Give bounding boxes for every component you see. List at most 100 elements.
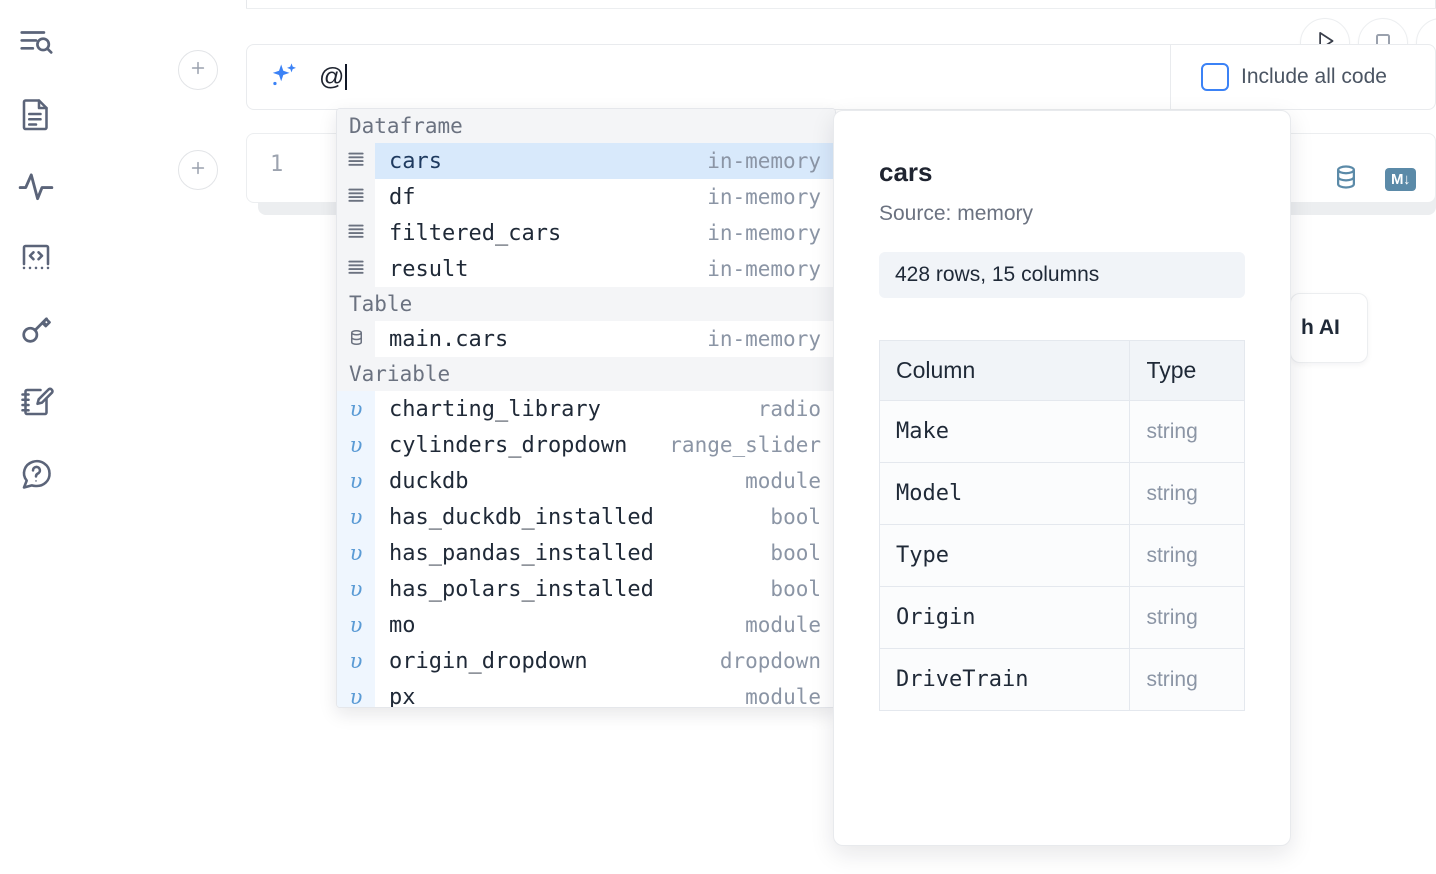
- ai-prompt-box[interactable]: @: [246, 44, 1171, 110]
- cell-icon-group: M↓: [1331, 162, 1416, 197]
- sidebar-item-activity[interactable]: [12, 160, 60, 212]
- schema-column-type: string: [1130, 649, 1245, 711]
- table-row: DriveTrainstring: [880, 649, 1245, 711]
- autocomplete-item[interactable]: carsin-memory: [337, 143, 835, 179]
- autocomplete-item-name: cylinders_dropdown: [389, 433, 627, 458]
- autocomplete-item-body: filtered_carsin-memory: [375, 215, 835, 251]
- variable-icon: υ: [350, 397, 363, 421]
- include-all-code-row[interactable]: Include all code: [1201, 63, 1387, 91]
- table-header-row: Column Type: [880, 341, 1245, 401]
- table-row: Originstring: [880, 587, 1245, 649]
- autocomplete-item-gutter: υ: [337, 607, 375, 643]
- autocomplete-section-header: Table: [337, 287, 835, 321]
- schema-column-name: Type: [880, 525, 1130, 587]
- autocomplete-item[interactable]: filtered_carsin-memory: [337, 215, 835, 251]
- include-all-code-checkbox[interactable]: [1201, 63, 1229, 91]
- sidebar-item-secrets[interactable]: [12, 304, 60, 356]
- autocomplete-item-gutter: [337, 321, 375, 357]
- autocomplete-item-gutter: [337, 143, 375, 179]
- autocomplete-item-type: range_slider: [669, 433, 835, 457]
- schema-column-name: Model: [880, 463, 1130, 525]
- autocomplete-item-type: radio: [758, 397, 835, 421]
- autocomplete-item[interactable]: υ duckdbmodule: [337, 463, 835, 499]
- autocomplete-item-name: main.cars: [389, 327, 508, 352]
- schema-column-name: Make: [880, 401, 1130, 463]
- autocomplete-item[interactable]: υhas_duckdb_installedbool: [337, 499, 835, 535]
- schema-column-name: Origin: [880, 587, 1130, 649]
- preview-source: Source: memory: [879, 202, 1290, 226]
- markdown-icon[interactable]: M↓: [1385, 168, 1416, 191]
- autocomplete-item[interactable]: υ charting_libraryradio: [337, 391, 835, 427]
- table-rows-icon: [346, 257, 366, 281]
- autocomplete-item-type: module: [745, 469, 835, 493]
- autocomplete-item[interactable]: υpxmodule: [337, 679, 835, 708]
- autocomplete-item-name: has_pandas_installed: [389, 541, 654, 566]
- variable-icon: υ: [350, 613, 363, 637]
- plus-icon: [188, 158, 208, 182]
- activity-pulse-icon: [17, 167, 55, 205]
- schema-column-type: string: [1130, 525, 1245, 587]
- text-caret: [345, 64, 347, 90]
- autocomplete-item-name: result: [389, 257, 468, 282]
- autocomplete-section-header: Dataframe: [337, 109, 835, 143]
- autocomplete-item-name: px: [389, 685, 416, 709]
- table-row: Modelstring: [880, 463, 1245, 525]
- table-row: Typestring: [880, 525, 1245, 587]
- sidebar-item-snippets[interactable]: [12, 232, 60, 284]
- with-ai-chip[interactable]: h AI: [1290, 293, 1368, 363]
- sidebar-item-explore[interactable]: [12, 16, 60, 68]
- autocomplete-item-body: has_polars_installedbool: [375, 571, 835, 607]
- autocomplete-item-name: mo: [389, 613, 416, 638]
- autocomplete-item-type: in-memory: [707, 327, 835, 351]
- autocomplete-item-type: module: [745, 685, 835, 708]
- autocomplete-item[interactable]: υhas_polars_installedbool: [337, 571, 835, 607]
- autocomplete-item[interactable]: υ has_pandas_installed bool: [337, 535, 835, 571]
- autocomplete-item[interactable]: main.cars in-memory: [337, 321, 835, 357]
- panel-divider: [246, 8, 1436, 9]
- autocomplete-item-gutter: υ: [337, 535, 375, 571]
- autocomplete-item-type: bool: [770, 505, 835, 529]
- autocomplete-item[interactable]: υorigin_dropdowndropdown: [337, 643, 835, 679]
- autocomplete-item-type: module: [745, 613, 835, 637]
- notebook-pencil-icon: [18, 384, 54, 420]
- autocomplete-item-body: mo module: [375, 607, 835, 643]
- sidebar-item-scratchpad[interactable]: [12, 376, 60, 428]
- autocomplete-item-body: duckdbmodule: [375, 463, 835, 499]
- autocomplete-item-name: cars: [389, 149, 442, 174]
- plus-icon: [188, 58, 208, 82]
- autocomplete-item-body: df in-memory: [375, 179, 835, 215]
- autocomplete-item-body: has_duckdb_installed bool: [375, 499, 835, 535]
- add-cell-button-top[interactable]: [178, 50, 218, 90]
- autocomplete-item-body: origin_dropdowndropdown: [375, 643, 835, 679]
- autocomplete-item[interactable]: df in-memory: [337, 179, 835, 215]
- autocomplete-item-body: px module: [375, 679, 835, 708]
- table-rows-icon: [346, 185, 366, 209]
- autocomplete-item-gutter: υ: [337, 391, 375, 427]
- autocomplete-item[interactable]: υ cylinders_dropdown range_slider: [337, 427, 835, 463]
- schema-column-name: DriveTrain: [880, 649, 1130, 711]
- autocomplete-item-type: in-memory: [707, 185, 835, 209]
- sidebar-item-help[interactable]: [12, 448, 60, 500]
- autocomplete-item-type: bool: [770, 541, 835, 565]
- schema-column-type: string: [1130, 463, 1245, 525]
- code-brackets-icon: [18, 240, 54, 276]
- include-all-code-label: Include all code: [1241, 65, 1387, 89]
- autocomplete-item-gutter: [337, 179, 375, 215]
- autocomplete-item[interactable]: result in-memory: [337, 251, 835, 287]
- autocomplete-item-gutter: υ: [337, 643, 375, 679]
- mention-autocomplete-dropdown[interactable]: Dataframecarsin-memorydfin-memoryfiltere…: [336, 108, 836, 708]
- search-lines-icon: [17, 23, 55, 61]
- add-cell-button-bottom[interactable]: [178, 150, 218, 190]
- autocomplete-item-name: df: [389, 185, 416, 210]
- autocomplete-item-body: charting_libraryradio: [375, 391, 835, 427]
- autocomplete-item-body: result in-memory: [375, 251, 835, 287]
- database-icon[interactable]: [1331, 162, 1361, 197]
- variable-icon: υ: [350, 469, 363, 493]
- autocomplete-item[interactable]: υ mo module: [337, 607, 835, 643]
- autocomplete-item-type: in-memory: [707, 257, 835, 281]
- sidebar-item-notebook[interactable]: [12, 88, 60, 140]
- autocomplete-item-body: has_pandas_installed bool: [375, 535, 835, 571]
- autocomplete-item-name: has_duckdb_installed: [389, 505, 654, 530]
- variable-icon: υ: [350, 433, 363, 457]
